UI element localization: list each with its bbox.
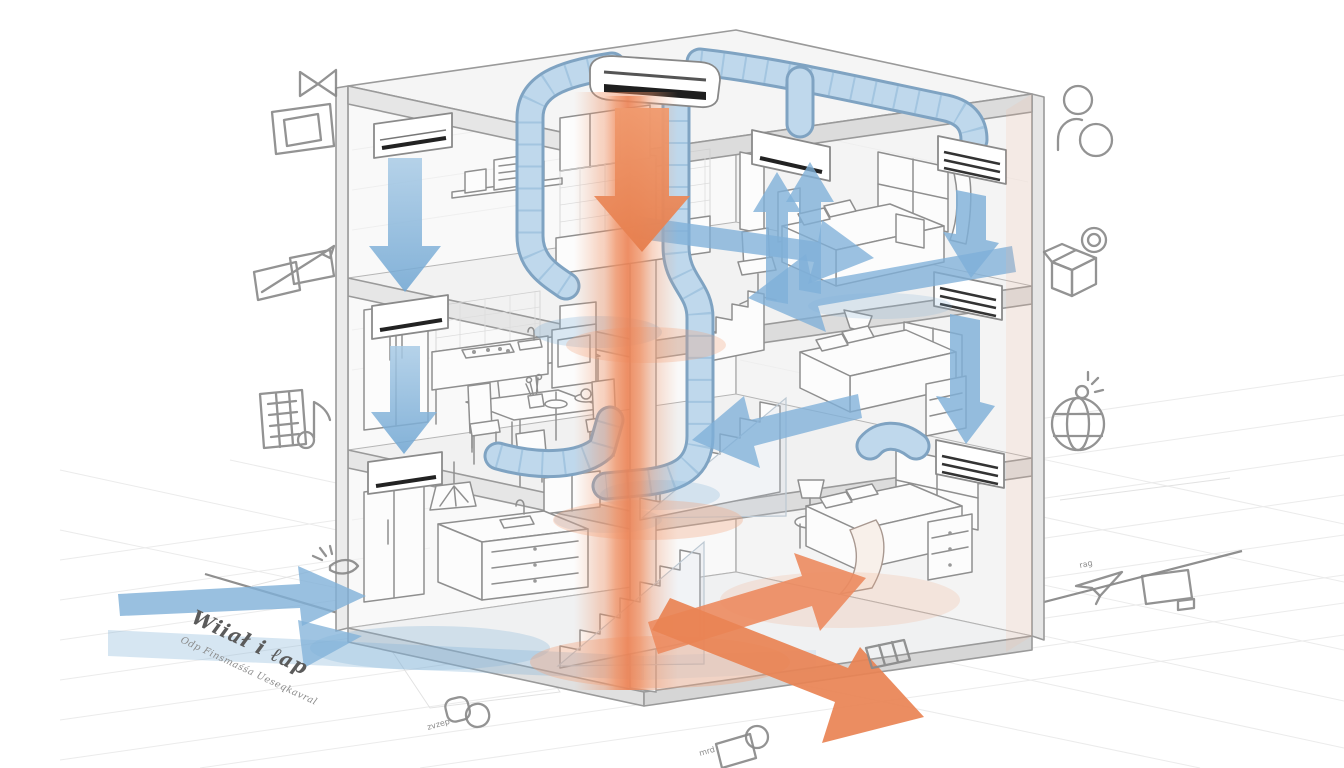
margin-icons: rag zvzep mrd [252, 68, 1196, 768]
paper-plane-icon: rag [1074, 558, 1124, 606]
cool-arrow-up [786, 162, 834, 294]
cool-arrow-left-topfloor [748, 246, 1016, 332]
padlock-icon: mrd [698, 724, 770, 768]
wall-ac-mid-right [933, 271, 1003, 321]
vase [527, 393, 545, 409]
warm-arrow-down-cassette [594, 108, 690, 252]
duct-ground-elbow [855, 421, 931, 461]
warm-wall-wash [1006, 94, 1032, 652]
icon-caption: mrd [698, 745, 716, 758]
nightstand [927, 513, 973, 581]
pillow [823, 199, 857, 218]
ground-bedroom [794, 447, 979, 596]
icon-caption: zvzep [426, 717, 451, 732]
cool-arrow-down-kitchen [371, 346, 437, 454]
monitor-icon [1140, 568, 1196, 612]
duct-top-left-riser [515, 51, 627, 301]
island-counter [437, 499, 589, 601]
blanket [837, 519, 885, 596]
sink [517, 338, 543, 351]
cool-intake-band [108, 630, 644, 680]
air-ducts [483, 47, 989, 501]
cool-pool [310, 626, 550, 670]
globe-icon [1050, 370, 1106, 452]
island-sink [499, 515, 535, 529]
left-wall-cut [335, 85, 349, 632]
pillow [845, 483, 879, 501]
grate-icon [864, 638, 912, 670]
wall-ac-top-left [373, 112, 453, 159]
pencil-documents-icon [252, 244, 336, 302]
double-b-icon: zvzep [426, 695, 491, 732]
table-lamp [797, 479, 825, 499]
wall-ac-mid-left [371, 294, 449, 340]
duct-ceiling-run [685, 47, 989, 155]
cool-arrow-left-midfloor [692, 394, 862, 468]
video-camera-icon [270, 68, 338, 156]
pillow [815, 333, 849, 352]
wall-ac-top-right [937, 135, 1007, 185]
calculator-note-icon [258, 388, 332, 450]
pillow [841, 325, 875, 344]
cool-intake-chevron [298, 620, 362, 668]
cool-intake-arrow [118, 566, 366, 626]
wall-ac-ground-left [367, 451, 443, 495]
cool-airflow [108, 158, 1016, 680]
icon-caption: rag [1079, 558, 1094, 570]
warm-arrow-out-downright [652, 598, 924, 743]
right-wall-cut [1031, 93, 1045, 641]
counter [431, 335, 549, 391]
pillow [819, 491, 853, 509]
nightstand [895, 213, 925, 249]
cool-arrow-down-midright [936, 314, 995, 444]
cool-arrow-right-topfloor [632, 216, 874, 284]
plate [544, 399, 568, 409]
box-target-icon [1042, 226, 1108, 298]
sparkle-icon [311, 544, 360, 575]
kitchen-backsplash [435, 290, 541, 358]
user-icon [1056, 84, 1114, 158]
pendant-lamp [429, 461, 477, 511]
cool-arrow-down-office [369, 158, 441, 292]
stair-flight-top [699, 290, 765, 364]
wall-ac-ground-right [935, 439, 1005, 489]
shelf-box [464, 168, 487, 194]
warm-airflow [530, 92, 1032, 743]
